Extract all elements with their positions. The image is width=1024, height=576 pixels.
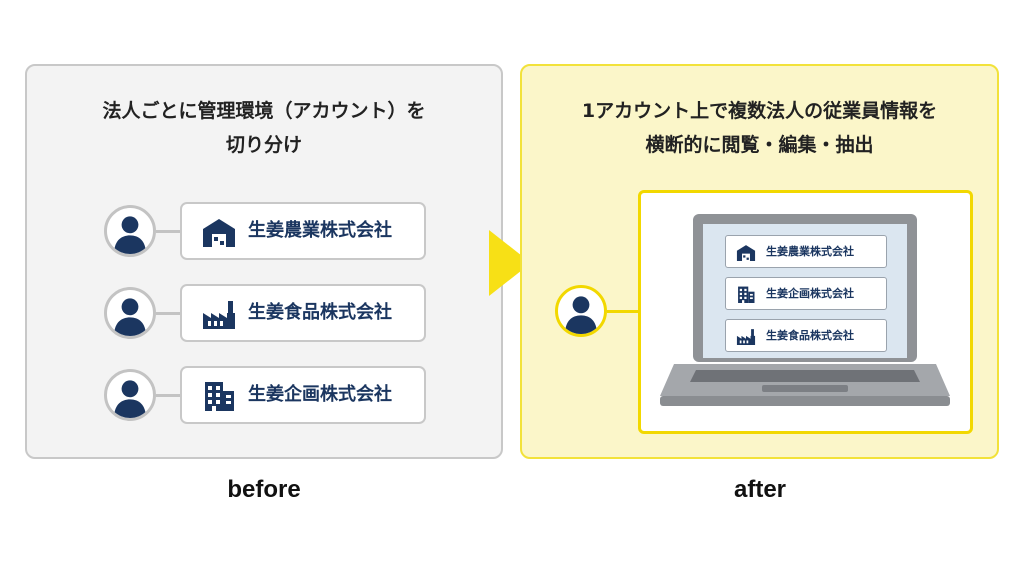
company-card-planning: 生姜企画株式会社 — [180, 366, 426, 424]
warehouse-icon — [736, 244, 756, 261]
screen-company-name: 生姜企画株式会社 — [766, 287, 854, 300]
office-building-icon — [736, 286, 756, 303]
company-card-agriculture: 生姜農業株式会社 — [180, 202, 426, 260]
office-building-icon — [202, 381, 236, 411]
before-title: 法人ごとに管理環境（アカウント）を 切り分け — [27, 94, 501, 162]
screen-company-card-agriculture: 生姜農業株式会社 — [725, 235, 887, 268]
after-title: 1アカウント上で複数法人の従業員情報を 横断的に閲覧・編集・抽出 — [522, 94, 997, 162]
connector-line — [156, 230, 181, 233]
before-caption: before — [227, 476, 301, 503]
user-avatar-icon — [104, 205, 156, 257]
before-title-line2: 切り分け — [225, 134, 302, 156]
screen-company-name: 生姜農業株式会社 — [766, 245, 854, 258]
factory-icon — [736, 328, 756, 345]
before-title-line1: 法人ごとに管理環境（アカウント）を — [102, 100, 426, 122]
warehouse-icon — [202, 217, 236, 247]
user-avatar-icon — [104, 287, 156, 339]
factory-icon — [202, 299, 236, 329]
company-card-food: 生姜食品株式会社 — [180, 284, 426, 342]
company-name: 生姜食品株式会社 — [248, 302, 392, 323]
connector-line — [607, 310, 640, 313]
company-name: 生姜企画株式会社 — [248, 384, 392, 405]
after-caption: after — [733, 476, 787, 503]
after-title-line2: 横断的に閲覧・編集・抽出 — [645, 134, 874, 156]
connector-line — [156, 312, 181, 315]
screen-company-card-planning: 生姜企画株式会社 — [725, 277, 887, 310]
screen-company-card-food: 生姜食品株式会社 — [725, 319, 887, 352]
screen-company-name: 生姜食品株式会社 — [766, 329, 854, 342]
user-avatar-icon — [104, 369, 156, 421]
connector-line — [156, 394, 181, 397]
user-avatar-icon — [555, 285, 607, 337]
after-title-line1: 1アカウント上で複数法人の従業員情報を — [581, 100, 938, 122]
company-name: 生姜農業株式会社 — [248, 220, 392, 241]
